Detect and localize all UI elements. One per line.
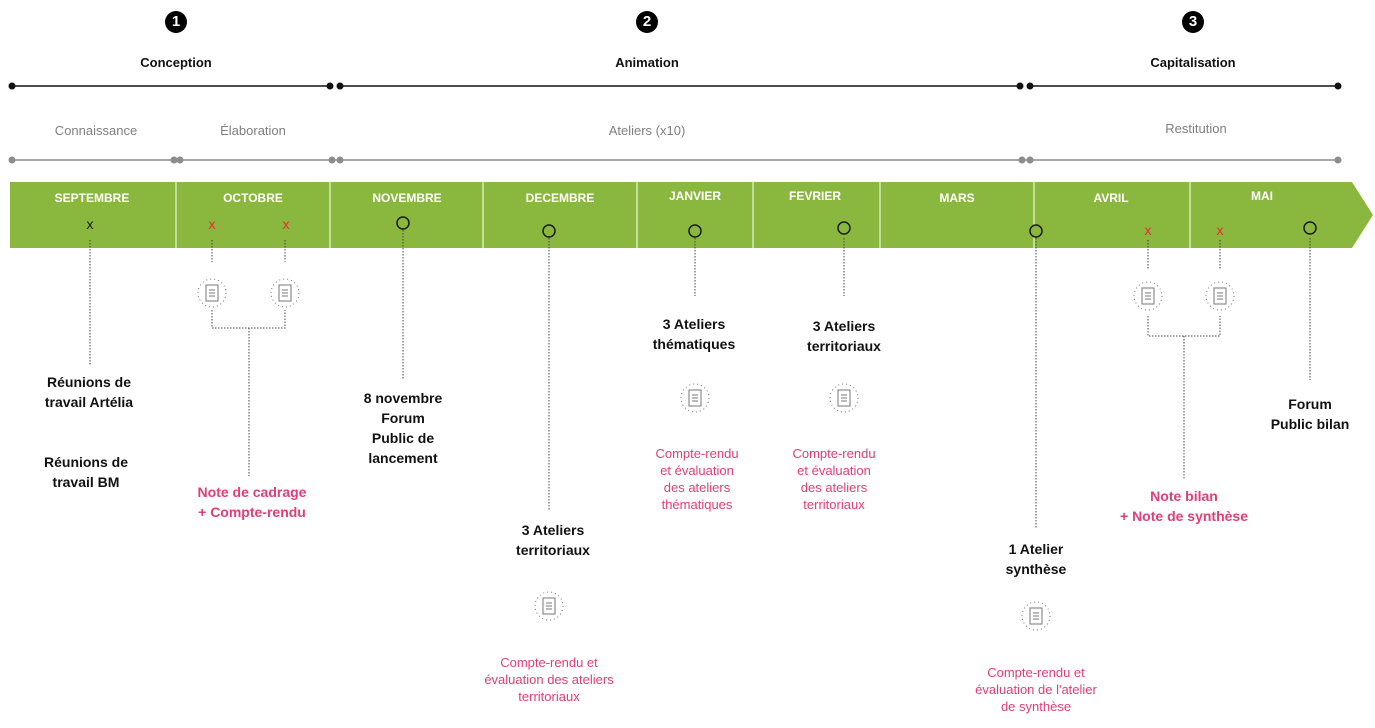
subphase-label-connaissance: Connaissance bbox=[54, 123, 138, 138]
phase-2-label: Animation bbox=[615, 55, 679, 70]
phase-line-dots bbox=[8, 82, 1342, 90]
month-mars: MARS bbox=[939, 191, 975, 205]
marker-circle-fevrier bbox=[837, 221, 851, 235]
doc-icon-mars-icon bbox=[1021, 601, 1051, 631]
doc-icon-janvier-icon bbox=[680, 383, 710, 413]
month-fevrier: FEVRIER bbox=[788, 189, 842, 203]
doc-icon-decembre-icon bbox=[534, 591, 564, 621]
document-icons bbox=[197, 278, 1235, 631]
doc-icon-octobre-1-icon bbox=[197, 278, 227, 308]
subphase-line-dots bbox=[8, 156, 1342, 164]
marker-circle-janvier bbox=[688, 224, 702, 238]
doc-icon-fevrier-icon bbox=[829, 383, 859, 413]
event-octobre-note: Note de cadrage+ Compte-rendu bbox=[197, 484, 307, 520]
marker-cross-octobre-1: x bbox=[208, 218, 216, 233]
phase-3-label: Capitalisation bbox=[1150, 55, 1236, 70]
phase-1-label: Conception bbox=[140, 55, 212, 70]
marker-circle-mai bbox=[1303, 221, 1317, 235]
event-avril-note: Note bilan+ Note de synthèse bbox=[1120, 488, 1248, 524]
marker-circle-novembre bbox=[396, 216, 410, 230]
marker-circle-decembre bbox=[542, 224, 556, 238]
subphase-label-elaboration: Élaboration bbox=[220, 123, 286, 138]
month-separators bbox=[175, 182, 1191, 248]
month-janvier: JANVIER bbox=[668, 189, 722, 203]
phase-3-number: 3 bbox=[1182, 11, 1204, 33]
marker-cross-avril-2: x bbox=[1216, 224, 1224, 239]
subphase-label-ateliers: Ateliers (x10) bbox=[608, 123, 686, 138]
month-mai: MAI bbox=[1251, 189, 1273, 203]
marker-cross-avril-1: x bbox=[1144, 224, 1152, 239]
doc-icon-octobre-2-icon bbox=[270, 278, 300, 308]
connectors bbox=[89, 230, 1311, 528]
month-septembre: SEPTEMBRE bbox=[54, 191, 130, 205]
month-novembre: NOVEMBRE bbox=[372, 191, 442, 205]
month-octobre: OCTOBRE bbox=[223, 191, 283, 205]
doc-icon-avril-1-icon bbox=[1133, 281, 1163, 311]
month-decembre: DECEMBRE bbox=[525, 191, 595, 205]
doc-icon-avril-2-icon bbox=[1205, 281, 1235, 311]
phase-2-number: 2 bbox=[636, 11, 658, 33]
marker-cross-octobre-2: x bbox=[282, 218, 290, 233]
month-avril: AVRIL bbox=[1093, 191, 1129, 205]
circle-markers bbox=[396, 216, 1317, 238]
subphase-label-restitution: Restitution bbox=[1165, 121, 1227, 136]
phase-1-number: 1 bbox=[165, 11, 187, 33]
marker-circle-mars bbox=[1029, 224, 1043, 238]
marker-cross-septembre: x bbox=[86, 218, 94, 233]
